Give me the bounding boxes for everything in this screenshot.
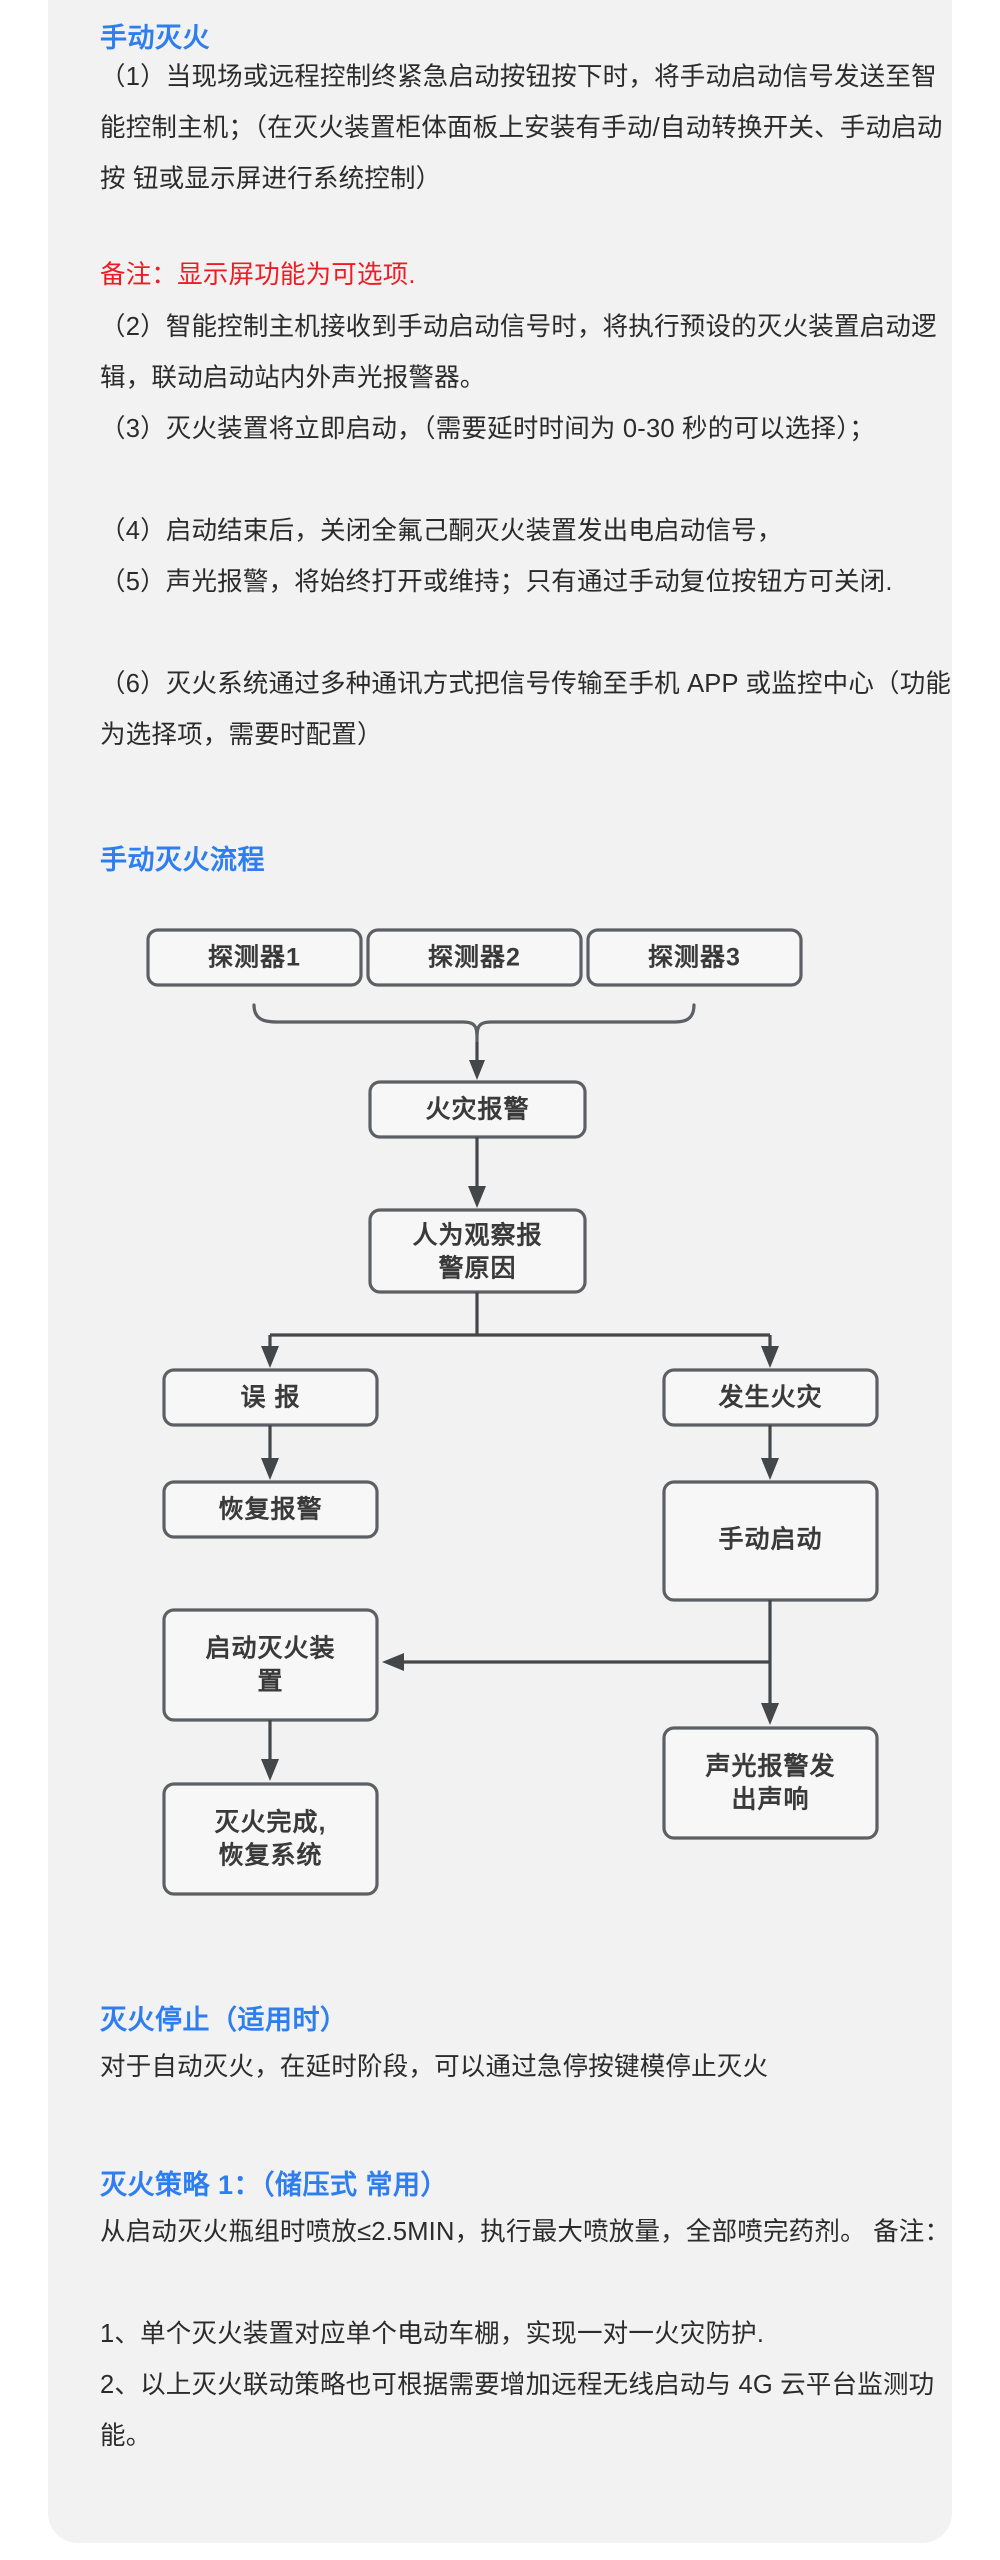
flow-node-start-device: 启动灭火装 置 (162, 1608, 379, 1722)
flow-node-finish-restore-line-1: 灭火完成, (215, 1808, 327, 1837)
flowchart-manual-extinguish: 探测器1 探测器2 探测器3 (100, 900, 952, 1980)
flow-node-detector-1-label: 探测器1 (208, 944, 301, 972)
paragraph-strategy-note-1: 1、单个灭火装置对应单个电动车棚，实现一对一火灾防护. (100, 2320, 765, 2348)
flow-node-start-device-line-2: 置 (257, 1668, 283, 1696)
paragraph-extinguish-strategy-1: 从启动灭火瓶组时喷放≤2.5MIN，执行最大喷放量，全部喷完药剂。 备注： (100, 2218, 951, 2246)
flow-node-detector-3: 探测器3 (586, 928, 803, 987)
paragraph-manual-item-3: （3）灭火装置将立即启动，（需要延时时间为 0-30 秒的可以选择）； (100, 415, 875, 443)
flow-arrowhead-alarm-to-observe (468, 1186, 486, 1208)
flow-edge-manual-to-start-device (395, 1600, 772, 1664)
paragraph-manual-item-4: （4）启动结束后，关闭全氟己酮灭火装置发出电启动信号， (100, 517, 783, 545)
flow-arrowhead-manual-to-sound (761, 1703, 779, 1725)
flow-node-fire-alarm: 火灾报警 (368, 1080, 587, 1139)
flow-node-fire-alarm-label: 火灾报警 (425, 1095, 529, 1124)
flow-node-false-alarm: 误 报 (162, 1368, 379, 1427)
flow-arrowhead-start-to-done (261, 1759, 279, 1781)
flow-node-start-device-line-1: 启动灭火装 (205, 1634, 335, 1663)
flow-node-finish-restore-line-2: 恢复系统 (218, 1841, 322, 1870)
flow-node-finish-restore: 灭火完成, 恢复系统 (162, 1782, 379, 1896)
flow-node-restore-alarm-label: 恢复报警 (218, 1495, 322, 1524)
heading-manual-flow: 手动灭火流程 (100, 845, 265, 875)
flow-node-detector-2-label: 探测器2 (428, 944, 521, 972)
content-inner: 手动灭火 （1）当现场或远程控制终紧急启动按钮按下时，将手动启动信号发送至智 能… (74, 0, 951, 2543)
flowchart-svg: 探测器1 探测器2 探测器3 (146, 928, 879, 1896)
paragraph-manual-item-1: （1）当现场或远程控制终紧急启动按钮按下时，将手动启动信号发送至智 能控制主机；… (100, 63, 943, 193)
flow-node-sound-alarm: 声光报警发 出声响 (662, 1726, 879, 1840)
flow-node-restore-alarm: 恢复报警 (162, 1480, 379, 1539)
note-display-optional: 备注：显示屏功能为可选项. (100, 261, 416, 289)
flow-node-sound-alarm-line-1: 声光报警发 (705, 1752, 835, 1781)
heading-extinguish-strategy-1: 灭火策略 1：（储压式 常用） (100, 2170, 449, 2200)
heading-extinguish-stop: 灭火停止（适用时） (100, 2005, 348, 2035)
flow-node-manual-start-label: 手动启动 (718, 1525, 822, 1554)
flow-node-detector-3-label: 探测器3 (648, 944, 741, 972)
paragraph-extinguish-stop: 对于自动灭火，在延时阶段，可以通过急停按键模停止灭火 (100, 2053, 769, 2081)
flow-arrowhead-fire-to-manual (761, 1458, 779, 1480)
flow-edge-brace-detectors (252, 1003, 696, 1043)
flow-node-real-fire: 发生火灾 (662, 1368, 879, 1427)
flow-arrowhead-brace (469, 1060, 485, 1080)
paragraph-strategy-note-2: 2、以上灭火联动策略也可根据需要增加远程无线启动与 4G 云平台监测功能。 (100, 2371, 935, 2450)
paragraph-manual-item-2: （2）智能控制主机接收到手动启动信号时，将执行预设的灭火装置启动逻 辑，联动启动… (100, 313, 937, 392)
flow-node-detector-1: 探测器1 (146, 928, 363, 987)
flow-arrowhead-false-to-restore (261, 1458, 279, 1480)
flow-node-observe-cause: 人为观察报 警原因 (368, 1208, 587, 1294)
flow-edge-observe-split (268, 1292, 772, 1355)
paragraph-manual-item-6: （6）灭火系统通过多种通讯方式把信号传输至手机 APP 或监控中心（功能 为选择… (100, 670, 952, 749)
flow-arrowhead-manual-to-start-device (382, 1653, 404, 1671)
paragraph-manual-item-5: （5）声光报警，将始终打开或维持；只有通过手动复位按钮方可关闭. (100, 568, 893, 596)
flow-node-real-fire-label: 发生火灾 (717, 1383, 822, 1412)
flow-node-observe-cause-line-1: 人为观察报 (412, 1222, 542, 1250)
flow-arrowhead-to-real-fire (761, 1346, 779, 1368)
flow-arrowhead-to-false-alarm (261, 1346, 279, 1368)
flow-node-sound-alarm-line-2: 出声响 (731, 1785, 809, 1814)
content-card: 手动灭火 （1）当现场或远程控制终紧急启动按钮按下时，将手动启动信号发送至智 能… (48, 0, 952, 2543)
heading-manual-extinguish: 手动灭火 (100, 23, 210, 53)
flow-node-detector-2: 探测器2 (366, 928, 583, 987)
flow-node-observe-cause-line-2: 警原因 (437, 1255, 516, 1283)
flow-node-manual-start: 手动启动 (662, 1480, 879, 1602)
flow-node-false-alarm-label: 误 报 (241, 1384, 301, 1412)
